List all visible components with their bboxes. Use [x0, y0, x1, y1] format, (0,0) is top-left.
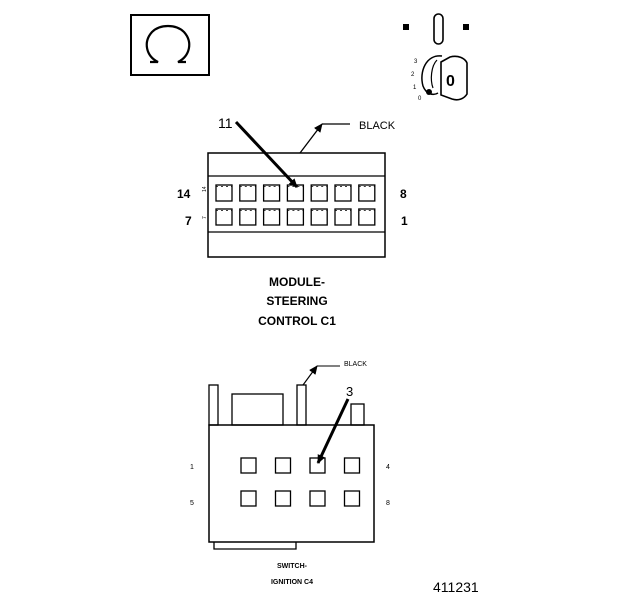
pin-cavity [215, 208, 233, 226]
bottom-connector-pins [240, 457, 361, 507]
c4-pin-cavity [240, 457, 257, 474]
c4-pin-cavity [309, 457, 326, 474]
bottom-row-right-label: 1 [401, 214, 408, 228]
pin-cavity [239, 184, 257, 202]
pointer-pin-label: 11 [218, 115, 233, 131]
pin-cavity [358, 208, 376, 226]
figure-number: 411231 [433, 579, 479, 595]
top-connector-pins [215, 184, 376, 226]
c4-pin-cavity [309, 490, 326, 507]
c4-pin-cavity [343, 490, 361, 507]
omega-connector-icon [130, 14, 210, 76]
c4-pointer-pin-label: 3 [346, 384, 353, 399]
key-position-0: 0 [418, 96, 422, 102]
caption-line-2: STEERING [266, 294, 327, 308]
c4-caption-line-1: SWITCH- [277, 563, 308, 570]
pin-cavity [286, 208, 305, 226]
pin-cavity [334, 184, 352, 202]
color-label: BLACK [359, 120, 396, 132]
ignition-key-icon: 3 2 1 0 0 [403, 13, 469, 102]
pin-cavity [262, 184, 281, 202]
bottom-connector [208, 384, 375, 550]
pin-cavity [239, 208, 257, 226]
c4-bottom-right-label: 8 [386, 500, 390, 507]
pin-cavity [310, 208, 328, 226]
c4-pin-cavity [240, 490, 257, 507]
side-mark-top: 14 [202, 186, 208, 192]
key-head-label: 0 [446, 73, 455, 90]
c4-pointer-arrow [316, 398, 350, 464]
c4-top-left-label: 1 [190, 464, 194, 471]
pin-cavity [310, 184, 328, 202]
c4-caption-line-2: IGNITION C4 [271, 579, 313, 586]
color-leader [299, 123, 323, 154]
caption-line-3: CONTROL C1 [258, 314, 336, 328]
c4-bottom-left-label: 5 [190, 500, 194, 507]
side-mark-bottom: 7 [202, 216, 208, 219]
c4-color-leader [302, 365, 318, 386]
top-connector: 14 7 [202, 152, 386, 258]
pin-cavity [262, 208, 281, 226]
key-position-2: 2 [411, 72, 415, 78]
c4-pin-cavity [343, 457, 361, 474]
top-row-right-label: 8 [400, 187, 407, 201]
bottom-row-left-label: 7 [185, 214, 192, 228]
caption-line-1: MODULE- [269, 275, 325, 289]
c4-pin-cavity [274, 490, 292, 507]
key-position-3: 3 [414, 59, 418, 65]
pin-cavity [334, 208, 352, 226]
pointer-arrow [234, 120, 299, 189]
c4-color-label: BLACK [344, 361, 367, 368]
top-row-left-label: 14 [177, 187, 191, 201]
c4-pin-cavity [274, 457, 292, 474]
pin-cavity [358, 184, 376, 202]
c4-top-right-label: 4 [386, 464, 390, 471]
pin-cavity [215, 184, 233, 202]
key-position-1: 1 [413, 85, 417, 91]
